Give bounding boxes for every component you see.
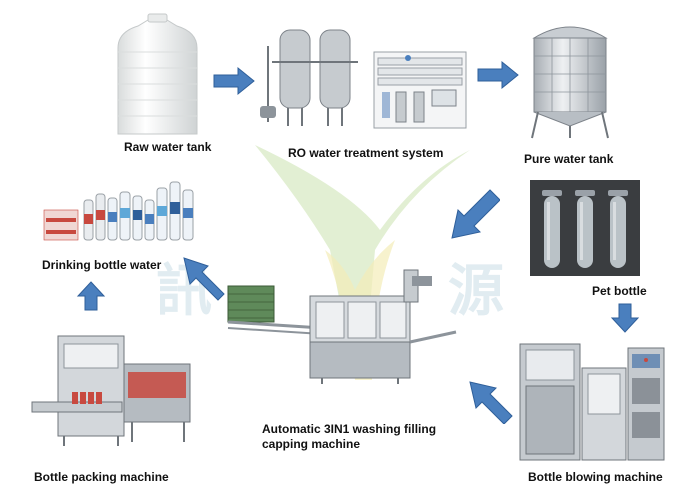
label-bottle-blowing-machine: Bottle blowing machine [528, 470, 663, 484]
label-drinking-bottle-water: Drinking bottle water [42, 258, 162, 272]
watermark-glyph-right: 源 [448, 259, 504, 324]
label-raw-water-tank: Raw water tank [124, 140, 212, 154]
pure-water-tank-image [524, 14, 616, 142]
arrow-filling-to-drinking [182, 256, 226, 302]
label-pet-bottle: Pet bottle [592, 284, 647, 298]
label-filling-capping-machine: Automatic 3IN1 washing filling capping m… [262, 422, 437, 451]
arrow-pet-to-blowing [610, 302, 640, 334]
raw-water-tank-image [110, 12, 205, 137]
ro-treatment-system-image [258, 22, 468, 130]
drinking-bottle-water-image [40, 180, 200, 244]
filling-capping-machine-image [222, 268, 458, 386]
arrow-pure-to-filling [450, 186, 500, 242]
arrow-raw-to-ro [212, 66, 256, 96]
label-pure-water-tank: Pure water tank [524, 152, 614, 166]
label-ro-water-treatment-system: RO water treatment system [288, 146, 444, 160]
bottle-packing-machine-image [28, 330, 198, 450]
bottle-blowing-machine-image [518, 338, 668, 464]
arrow-packing-to-drinking [76, 280, 106, 312]
arrow-ro-to-pure [476, 60, 520, 90]
label-bottle-packing-machine: Bottle packing machine [34, 470, 169, 484]
pet-bottle-preforms-image [530, 180, 640, 276]
arrow-blowing-to-filling [468, 380, 514, 424]
